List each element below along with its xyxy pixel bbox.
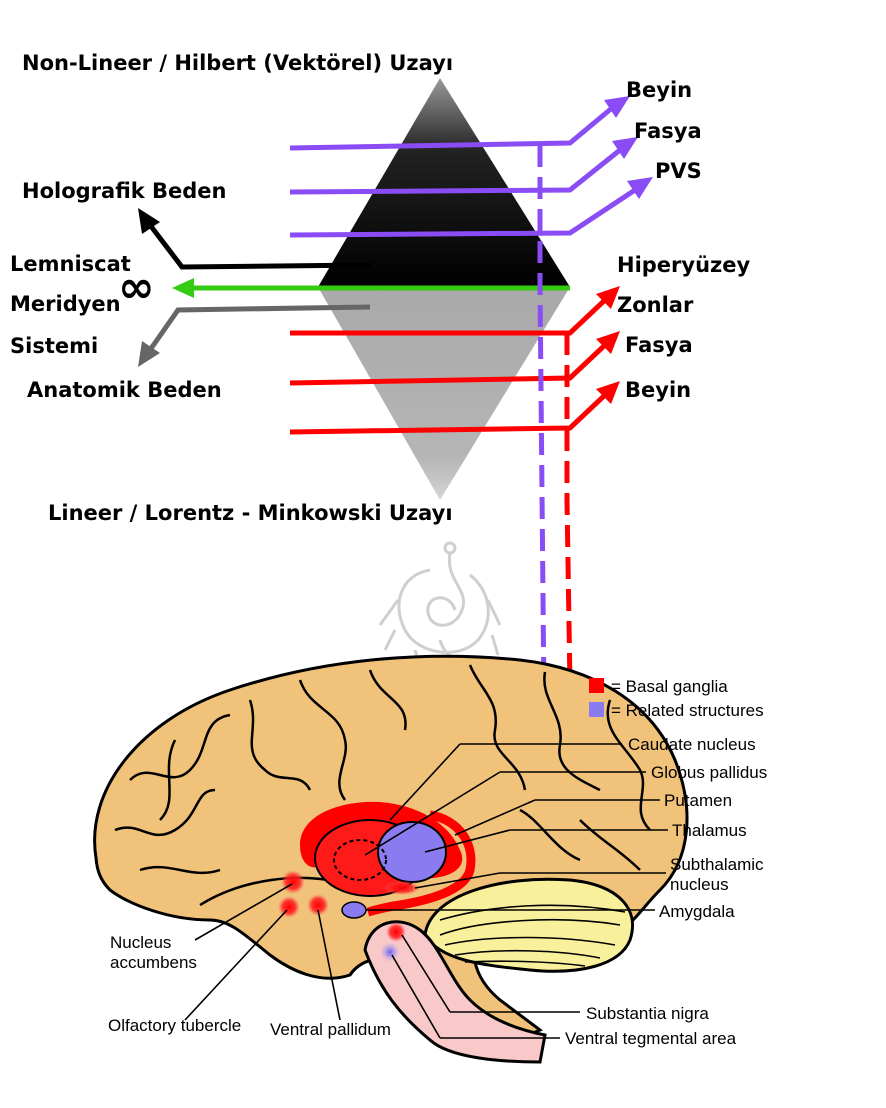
arrow-to-pvs (289, 187, 637, 238)
label-beyin-upper: Beyin (626, 78, 692, 102)
purple-arrowheads (604, 96, 653, 199)
label-nucleus-accumbens-2: accumbens (110, 953, 197, 972)
legend-basal-ganglia: = Basal ganglia (611, 677, 728, 696)
arrow-to-zonlar (290, 298, 607, 336)
caudate-tail (366, 810, 476, 917)
title-linear: Lineer / Lorentz - Minkowski Uzayı (48, 501, 453, 525)
label-zonlar: Zonlar (617, 293, 694, 317)
arrow-to-fasya-upper (289, 148, 622, 195)
title-nonlinear: Non-Lineer / Hilbert (Vektörel) Uzayı (22, 51, 453, 75)
red-dashed-connector (564, 333, 591, 689)
label-hiperyuzey: Hiperyüzey (617, 253, 751, 277)
label-holografik-beden: Holografik Beden (22, 179, 227, 203)
red-arrows (289, 298, 607, 435)
label-olfactory-tubercle: Olfactory tubercle (108, 1016, 241, 1035)
label-globus-pallidus: Globus pallidus (651, 763, 767, 782)
label-anatomik-beden: Anatomik Beden (27, 378, 222, 402)
label-beyin-lower: Beyin (625, 378, 691, 402)
diamond-top-half (318, 78, 570, 287)
label-meridyen: Meridyen (10, 292, 121, 316)
label-subthalamic-2: nucleus (670, 875, 729, 894)
globus-pallidus (333, 839, 387, 881)
label-ventral-pallidum: Ventral pallidum (270, 1020, 391, 1039)
leader-lines (184, 743, 668, 1039)
label-pvs: PVS (655, 159, 702, 183)
legend-related-structures: = Related structures (611, 701, 764, 720)
arrowhead-fasya-upper (612, 137, 638, 159)
arrow-to-beyin-lower (289, 393, 607, 435)
arrowhead-pvs (627, 177, 653, 199)
label-thalamus: Thalamus (672, 821, 747, 840)
substantia-nigra (386, 922, 406, 942)
thalamus (377, 821, 447, 883)
brain-illustration (93, 654, 689, 1064)
label-amygdala: Amygdala (659, 902, 735, 921)
label-subthalamic-1: Subthalamic (670, 855, 764, 874)
black-arrow-holografik (138, 208, 371, 270)
arrowhead-fasya-lower (596, 331, 620, 354)
label-fasya-lower: Fasya (625, 333, 693, 357)
brainstem (363, 920, 547, 1064)
arrowhead-beyin-lower (596, 381, 620, 404)
purple-arrows (289, 106, 637, 238)
cerebellum-folia (439, 904, 626, 967)
label-caudate-nucleus: Caudate nucleus (628, 735, 756, 754)
legend: = Basal ganglia = Related structures (589, 677, 764, 720)
arrowhead-zonlar (596, 286, 620, 309)
amygdala (341, 901, 367, 919)
label-putamen: Putamen (664, 791, 732, 810)
label-sistemi: Sistemi (10, 334, 98, 358)
arrow-to-beyin-upper (289, 106, 614, 151)
ventral-tegmental-area (380, 942, 400, 962)
label-ventral-tegmental-area: Ventral tegmental area (565, 1029, 737, 1048)
legend-swatch-related (589, 702, 604, 717)
infinity-symbol: ∞ (118, 262, 155, 313)
label-fasya-upper: Fasya (634, 119, 702, 143)
cerebellum (423, 877, 634, 973)
diamond-bottom-half (318, 287, 570, 500)
ventral-pallidum (307, 894, 329, 916)
label-substantia-nigra: Substantia nigra (586, 1004, 709, 1023)
label-nucleus-accumbens-1: Nucleus (110, 933, 171, 952)
legend-swatch-basal (589, 678, 604, 693)
arrow-to-fasya-lower (289, 343, 607, 386)
subthalamic-nucleus (384, 881, 420, 895)
red-arrowheads (596, 286, 620, 404)
arrowhead-beyin-upper (604, 96, 630, 118)
label-lemniscat: Lemniscat (10, 252, 131, 276)
green-arrow-meridyen (172, 278, 570, 298)
olfactory-tubercle (278, 896, 300, 918)
gray-arrow-anatomik (138, 304, 371, 367)
gyri (114, 664, 651, 875)
nucleus-accumbens (281, 870, 305, 894)
